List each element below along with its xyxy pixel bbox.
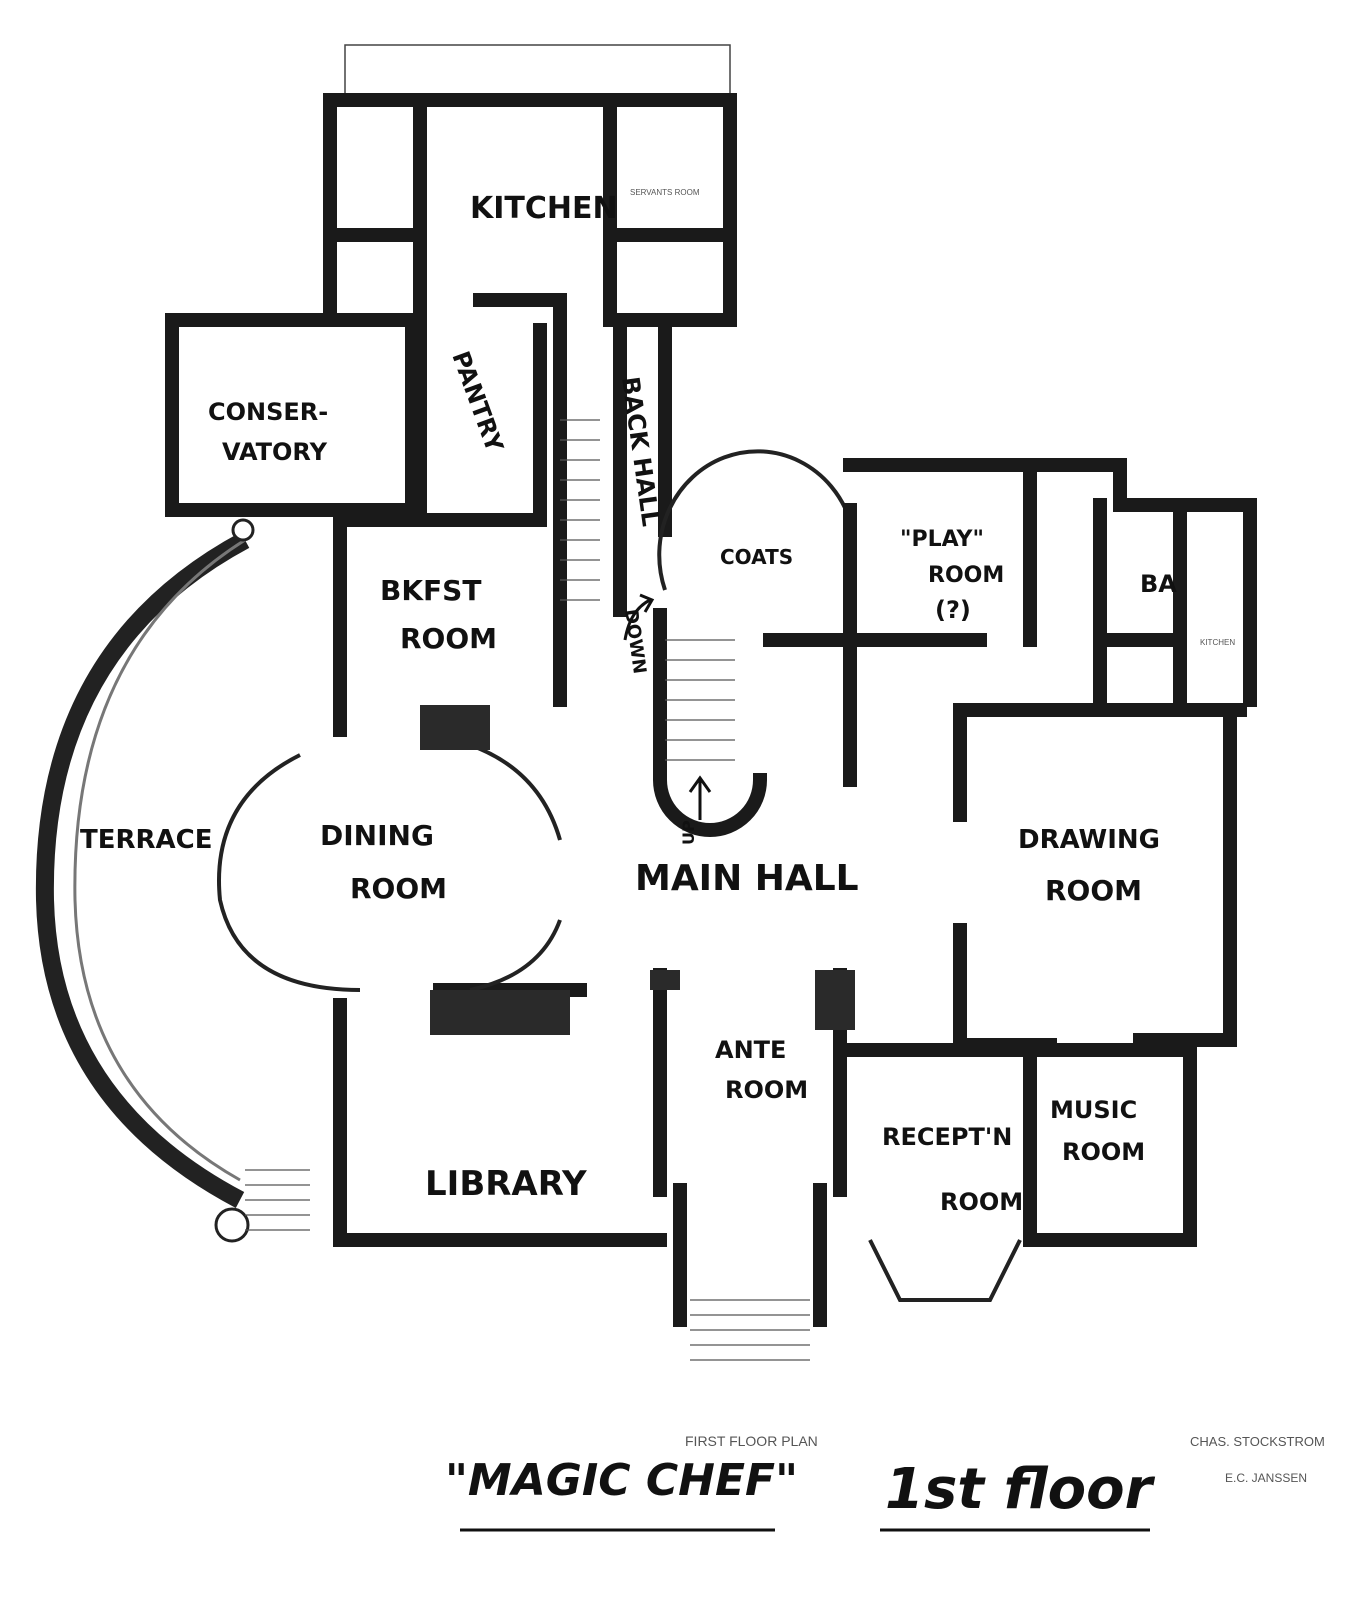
label-recept-1: RECEPT'N: [882, 1123, 1012, 1151]
arrows: [623, 593, 712, 820]
label-coats: COATS: [720, 545, 793, 569]
floor-label: 1st floor: [885, 1457, 1156, 1522]
label-drawing-1: DRAWING: [1018, 825, 1160, 855]
label-conservatory-1: CONSER-: [208, 398, 328, 426]
walls: [165, 44, 1257, 1327]
captions: "MAGIC CHEF" 1st floor: [445, 1455, 1156, 1532]
label-music-1: MUSIC: [1050, 1096, 1137, 1124]
label-library: LIBRARY: [425, 1164, 587, 1204]
stairs: [560, 419, 810, 1361]
label-bkfst-1: BKFST: [380, 574, 481, 607]
label-play-room-1: "PLAY": [900, 527, 984, 552]
architect-name: E.C. JANSSEN: [1225, 1471, 1307, 1485]
house-name: "MAGIC CHEF": [445, 1455, 798, 1506]
terrace-arc: [35, 518, 310, 1243]
label-ante-1: ANTE: [715, 1036, 786, 1064]
label-dining-2: ROOM: [350, 872, 447, 905]
label-drawing-2: ROOM: [1045, 874, 1142, 907]
label-ante-2: ROOM: [725, 1076, 808, 1104]
label-pantry: PANTRY: [446, 347, 508, 456]
label-kitchen: KITCHEN: [470, 191, 618, 226]
label-dining-1: DINING: [320, 819, 434, 852]
owner-name: CHAS. STOCKSTROM: [1190, 1434, 1325, 1449]
label-terrace: TERRACE: [80, 825, 213, 855]
label-play-room-2: ROOM: [928, 563, 1004, 588]
label-down: DOWN: [620, 608, 650, 675]
label-music-2: ROOM: [1062, 1138, 1145, 1166]
label-conservatory-2: VATORY: [222, 438, 328, 466]
label-main-hall: MAIN HALL: [635, 858, 859, 899]
label-servants-room: SERVANTS ROOM: [630, 188, 700, 197]
plan-title: FIRST FLOOR PLAN: [685, 1433, 818, 1449]
label-play-room-3: (?): [935, 596, 971, 624]
label-kitchen-corner: KITCHEN: [1200, 638, 1235, 647]
printed-labels: SERVANTS ROOM KITCHEN FIRST FLOOR PLAN C…: [630, 188, 1325, 1485]
label-bath: BA: [1140, 570, 1177, 598]
label-up: UP: [679, 820, 698, 845]
label-bkfst-2: ROOM: [400, 622, 497, 655]
label-recept-2: ROOM: [940, 1188, 1023, 1216]
